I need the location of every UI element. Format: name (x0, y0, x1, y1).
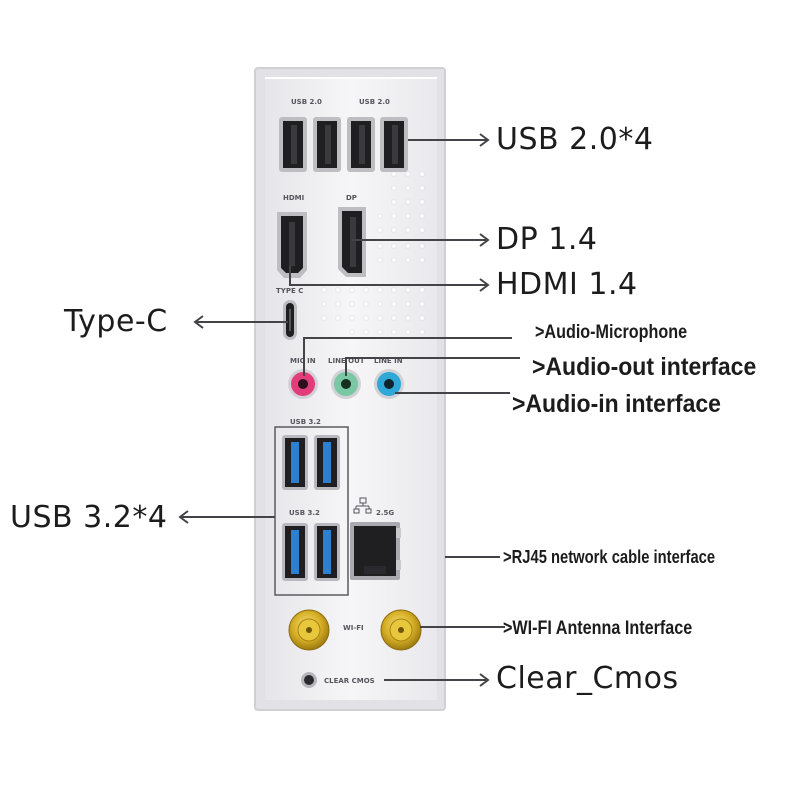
wifi-antenna-connector-right[interactable] (380, 609, 422, 651)
dp-callout-label: DP 1.4 (496, 222, 598, 257)
usb20-ports (279, 117, 408, 172)
audio-line-in-jack[interactable] (374, 369, 404, 399)
usb32-group-outline (274, 426, 349, 596)
lan-speed-silk-label: 2.5G (376, 509, 394, 517)
hdmi-callout-label: HDMI 1.4 (496, 267, 638, 302)
usb32-ports (282, 435, 340, 581)
dp-silk-label: DP (346, 194, 357, 202)
hdmi-leader-line (289, 266, 488, 286)
displayport-port[interactable] (338, 207, 366, 277)
cmos-callout-label: Clear_Cmos (496, 661, 679, 696)
vent-holes (321, 171, 425, 335)
usb32-top-silk-label: USB 3.2 (290, 418, 321, 426)
usb32-port[interactable] (314, 435, 340, 490)
line-in-silk-label: LINE IN (374, 357, 403, 365)
rj45-callout-label: >RJ45 network cable interface (503, 547, 716, 567)
audio-out-leader-line (345, 357, 520, 376)
hdmi-port[interactable] (277, 212, 307, 278)
type-c-port[interactable] (283, 300, 297, 340)
usb32-port[interactable] (282, 435, 308, 490)
mic-in-silk-label: MIC IN (290, 357, 316, 365)
clear-cmos-silk-label: CLEAR CMOS (324, 677, 375, 685)
usb20-port[interactable] (347, 117, 375, 172)
typec-silk-label: TYPE C (276, 287, 303, 295)
clear-cmos-button[interactable] (301, 672, 317, 688)
callout-leader-lines (178, 133, 520, 687)
usb32-bottom-silk-label: USB 3.2 (289, 509, 320, 517)
mic-leader-line (303, 337, 512, 376)
usb20-port[interactable] (279, 117, 307, 172)
audio-in-callout-label: >Audio-in interface (512, 390, 721, 418)
usb32-port[interactable] (314, 523, 340, 581)
usb20-callout-label: USB 2.0*4 (496, 122, 654, 157)
wifi-antenna-connector-left[interactable] (288, 609, 330, 651)
rj45-port[interactable] (350, 522, 401, 580)
usb32-port[interactable] (282, 523, 308, 581)
audio-out-callout-label: >Audio-out interface (532, 353, 757, 381)
usb20-right-silk-label: USB 2.0 (359, 98, 390, 106)
audio-line-out-jack[interactable] (331, 369, 361, 399)
wifi-callout-label: >WI-FI Antenna Interface (503, 618, 693, 639)
usb32-callout-label: USB 3.2*4 (10, 500, 168, 535)
usb20-port[interactable] (313, 117, 341, 172)
hdmi-silk-label: HDMI (283, 194, 304, 202)
audio-mic-in-jack[interactable] (288, 369, 318, 399)
network-icon (353, 497, 372, 514)
wifi-silk-label: WI-FI (343, 624, 364, 632)
usb20-left-silk-label: USB 2.0 (291, 98, 322, 106)
mic-callout-label: >Audio-Microphone (535, 322, 688, 343)
usb20-port[interactable] (380, 117, 408, 172)
typec-callout-label: Type-C (64, 304, 168, 339)
